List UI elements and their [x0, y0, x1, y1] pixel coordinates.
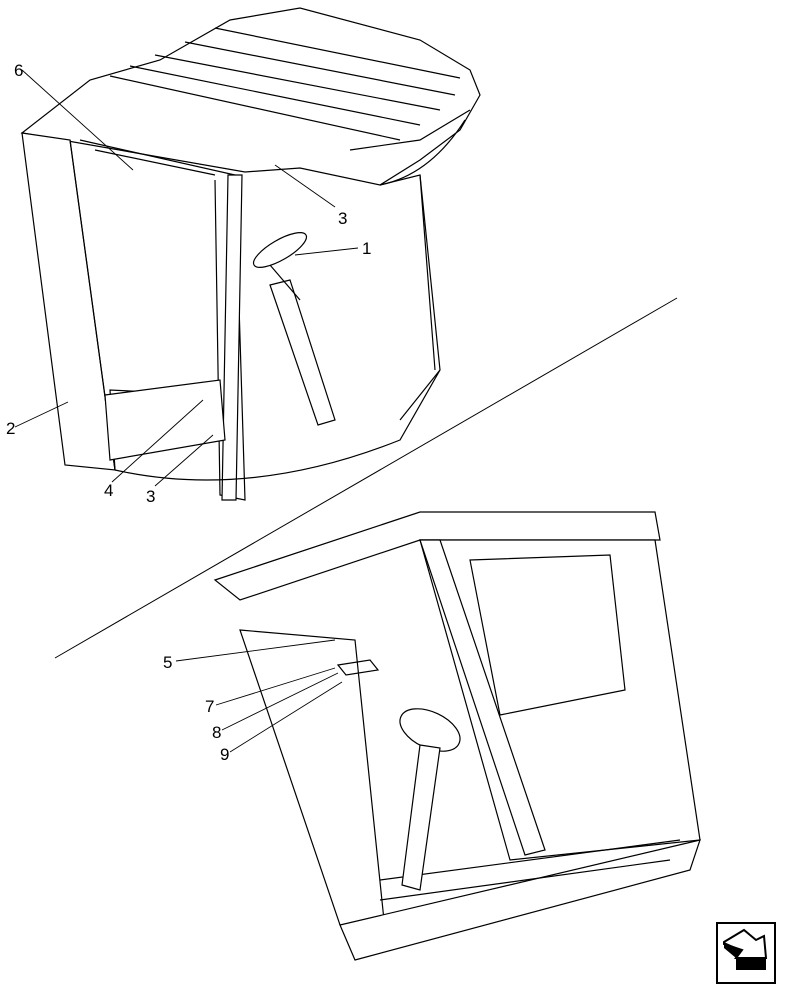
callout-8: 8 [212, 723, 222, 742]
callout-2: 2 [6, 419, 16, 438]
view-divider-line [54, 297, 678, 659]
next-page-arrow-icon[interactable] [716, 922, 776, 984]
callout-4: 4 [104, 481, 114, 500]
upper-cab-view [14, 7, 481, 501]
callout-3-lower: 3 [146, 487, 156, 506]
callout-9: 9 [220, 745, 230, 764]
callout-1: 1 [362, 239, 372, 258]
callout-3-upper: 3 [338, 209, 348, 228]
callout-7: 7 [205, 697, 215, 716]
callout-6: 6 [14, 61, 24, 80]
callout-5: 5 [163, 653, 173, 672]
lower-cab-view [175, 511, 701, 961]
